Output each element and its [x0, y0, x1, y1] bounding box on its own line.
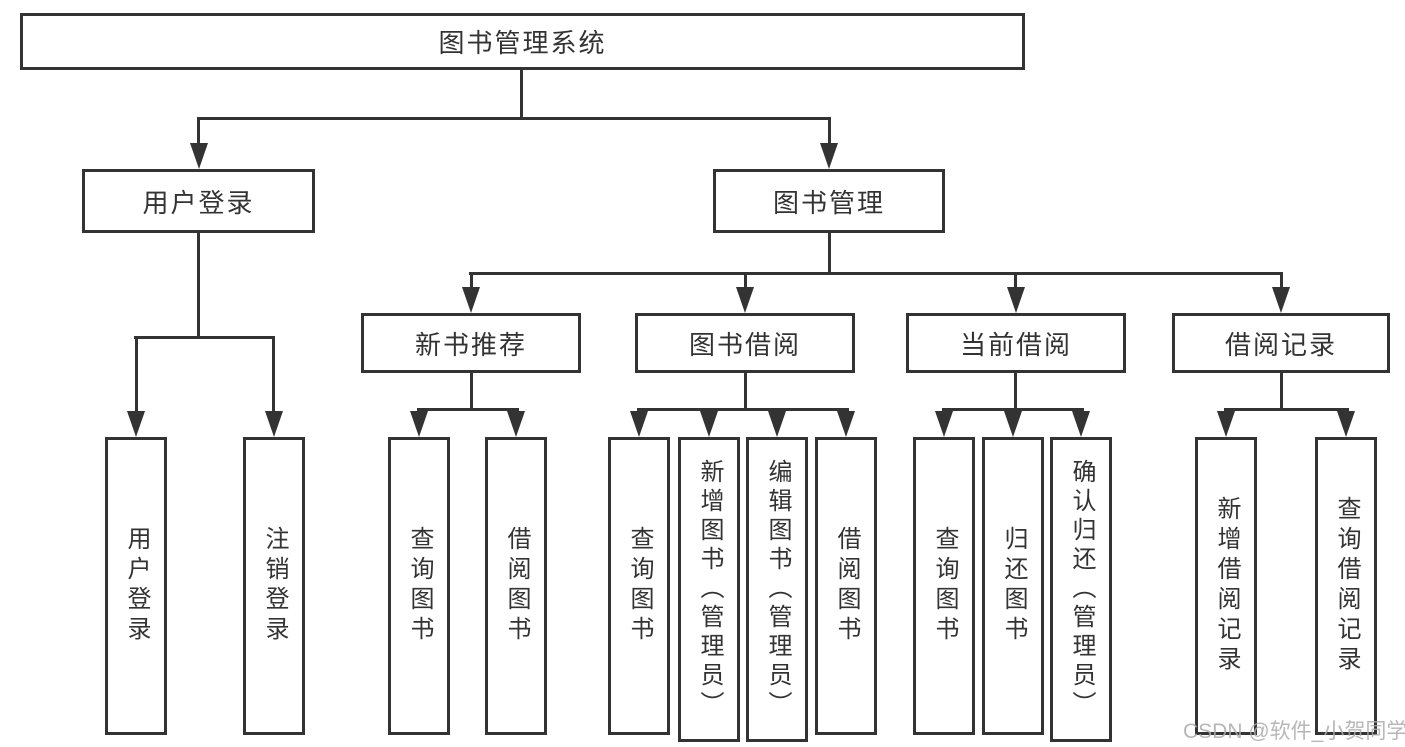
leaf-query-books-2-label: 查询图书	[626, 526, 653, 646]
node-book-management-label: 图书管理	[772, 187, 885, 218]
node-current-borrow: 当前借阅	[906, 313, 1126, 373]
node-new-book-recommend-label: 新书推荐	[414, 329, 527, 360]
connector-user-login-bar	[134, 336, 275, 339]
connector-book-borrow-bar	[637, 408, 849, 411]
arrow-to-leaf-add-book	[700, 411, 718, 437]
arrow-to-leaf-query-books-2	[630, 411, 648, 437]
arrow-to-new-books	[462, 287, 480, 313]
leaf-return-book: 归还图书	[982, 437, 1044, 735]
connector-borrow-records-bar	[1224, 408, 1349, 411]
connector-book-borrow-stem	[744, 373, 747, 408]
connector-borrow-records-stem	[1280, 373, 1283, 408]
leaf-borrow-books-2-label: 借阅图书	[833, 526, 860, 646]
arrow-to-book-mgmt	[820, 143, 838, 169]
leaf-query-borrow-record: 查询借阅记录	[1315, 437, 1377, 735]
leaf-query-books-1-label: 查询图书	[406, 526, 433, 646]
leaf-query-books-2: 查询图书	[608, 437, 670, 735]
connector-current-borrow-stem	[1014, 373, 1017, 408]
leaf-user-login: 用户登录	[105, 437, 167, 735]
arrow-to-leaf-logout	[265, 411, 283, 437]
connector-new-books-bar	[417, 408, 519, 411]
leaf-query-borrow-record-label: 查询借阅记录	[1333, 496, 1360, 676]
leaf-confirm-return-admin: 确认归还（管理员）	[1050, 437, 1112, 742]
connector-drop-book-mgmt	[828, 117, 831, 145]
arrow-to-leaf-edit-book	[768, 411, 786, 437]
connector-root-stem	[520, 70, 523, 117]
connector-drop-leaf-logout	[272, 336, 275, 413]
node-user-login-label: 用户登录	[142, 187, 255, 218]
leaf-add-book-admin-label: 新增图书（管理员）	[696, 459, 723, 720]
connector-current-borrow-bar	[942, 408, 1084, 411]
leaf-edit-book-admin-label: 编辑图书（管理员）	[764, 459, 791, 720]
leaf-logout-label: 注销登录	[261, 526, 288, 646]
leaf-query-books-1: 查询图书	[388, 437, 450, 735]
leaf-query-books-3: 查询图书	[913, 437, 975, 735]
arrow-to-borrow-records	[1272, 287, 1290, 313]
node-book-borrow: 图书借阅	[635, 313, 855, 373]
leaf-borrow-books-2: 借阅图书	[815, 437, 877, 735]
leaf-edit-book-admin: 编辑图书（管理员）	[746, 437, 808, 742]
leaf-borrow-books-1: 借阅图书	[485, 437, 547, 735]
arrow-to-leaf-query-record	[1337, 411, 1355, 437]
arrow-to-user-login	[190, 143, 208, 169]
connector-user-login-stem	[197, 233, 200, 336]
leaf-logout: 注销登录	[243, 437, 305, 735]
node-root-label: 图书管理系统	[438, 28, 607, 58]
node-current-borrow-label: 当前借阅	[959, 329, 1072, 360]
arrow-to-book-borrow	[736, 287, 754, 313]
leaf-add-borrow-record-label: 新增借阅记录	[1213, 496, 1240, 676]
connector-new-books-stem	[470, 373, 473, 408]
connector-drop-borrow-records	[1280, 272, 1283, 289]
connector-drop-new-books	[470, 272, 473, 289]
arrow-to-leaf-login	[127, 411, 145, 437]
leaf-add-borrow-record: 新增借阅记录	[1195, 437, 1257, 735]
leaf-return-book-label: 归还图书	[1000, 526, 1027, 646]
arrow-to-leaf-confirm-return	[1072, 411, 1090, 437]
connector-drop-user-login	[197, 117, 200, 145]
connector-book-mgmt-stem	[828, 233, 831, 272]
arrow-to-leaf-borrow-books-2	[837, 411, 855, 437]
node-root: 图书管理系统	[20, 13, 1025, 70]
connector-drop-leaf-login	[135, 336, 138, 413]
connector-book-mgmt-bar	[469, 272, 1282, 275]
csdn-watermark: CSDN @软件_小贺同学	[1183, 720, 1405, 743]
connector-drop-current-borrow	[1014, 272, 1017, 289]
leaf-query-books-3-label: 查询图书	[931, 526, 958, 646]
arrow-to-leaf-query-books-3	[935, 411, 953, 437]
node-new-book-recommend: 新书推荐	[361, 313, 581, 373]
node-book-management: 图书管理	[713, 169, 945, 233]
node-user-login: 用户登录	[82, 169, 315, 233]
arrow-to-leaf-query-books-1	[410, 411, 428, 437]
arrow-to-leaf-return-book	[1004, 411, 1022, 437]
leaf-add-book-admin: 新增图书（管理员）	[678, 437, 740, 742]
arrow-to-leaf-add-record	[1217, 411, 1235, 437]
leaf-borrow-books-1-label: 借阅图书	[503, 526, 530, 646]
connector-root-bar	[197, 117, 831, 120]
node-book-borrow-label: 图书借阅	[688, 329, 801, 360]
connector-drop-book-borrow	[744, 272, 747, 289]
arrow-to-leaf-borrow-books-1	[507, 411, 525, 437]
leaf-confirm-return-admin-label: 确认归还（管理员）	[1068, 459, 1095, 720]
leaf-user-login-label: 用户登录	[123, 526, 150, 646]
node-borrow-records-label: 借阅记录	[1224, 329, 1337, 360]
arrow-to-current-borrow	[1007, 287, 1025, 313]
node-borrow-records: 借阅记录	[1172, 313, 1390, 373]
